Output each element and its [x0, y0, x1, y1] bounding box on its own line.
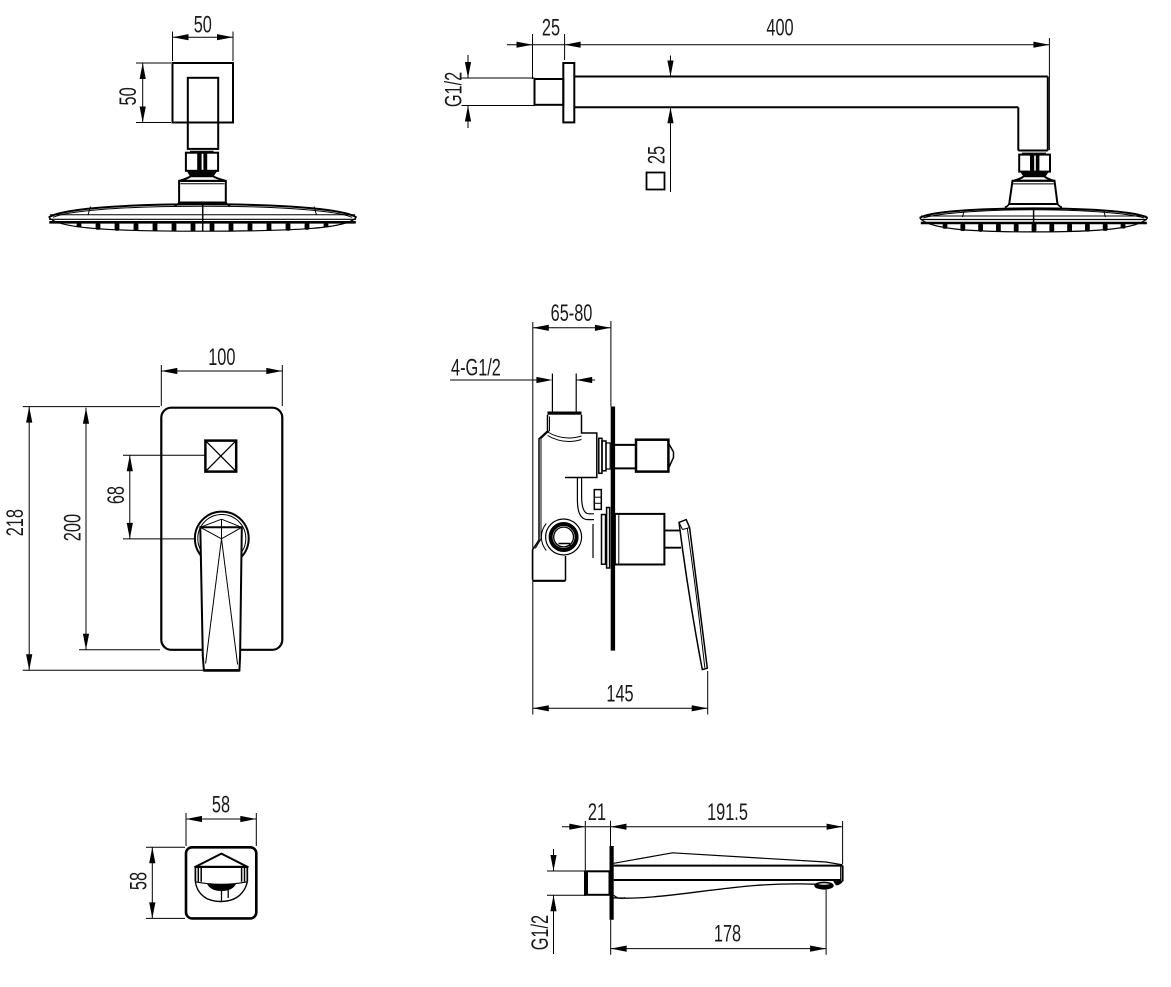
svg-text:218: 218: [2, 509, 29, 536]
svg-text:65-80: 65-80: [551, 300, 593, 327]
svg-text:G1/2: G1/2: [527, 915, 554, 950]
svg-text:25: 25: [643, 146, 670, 164]
svg-text:100: 100: [208, 344, 235, 371]
svg-text:178: 178: [714, 920, 741, 947]
svg-text:21: 21: [588, 799, 606, 826]
svg-text:25: 25: [542, 14, 560, 41]
svg-text:50: 50: [115, 87, 142, 105]
svg-text:G1/2: G1/2: [440, 72, 467, 107]
svg-text:145: 145: [606, 680, 633, 707]
svg-text:200: 200: [59, 514, 86, 541]
svg-text:58: 58: [125, 872, 152, 890]
svg-text:68: 68: [103, 486, 130, 504]
svg-text:58: 58: [212, 791, 230, 818]
svg-text:50: 50: [194, 11, 212, 38]
svg-text:400: 400: [766, 14, 793, 41]
svg-text:4-G1/2: 4-G1/2: [451, 354, 501, 381]
svg-text:191.5: 191.5: [707, 799, 748, 826]
